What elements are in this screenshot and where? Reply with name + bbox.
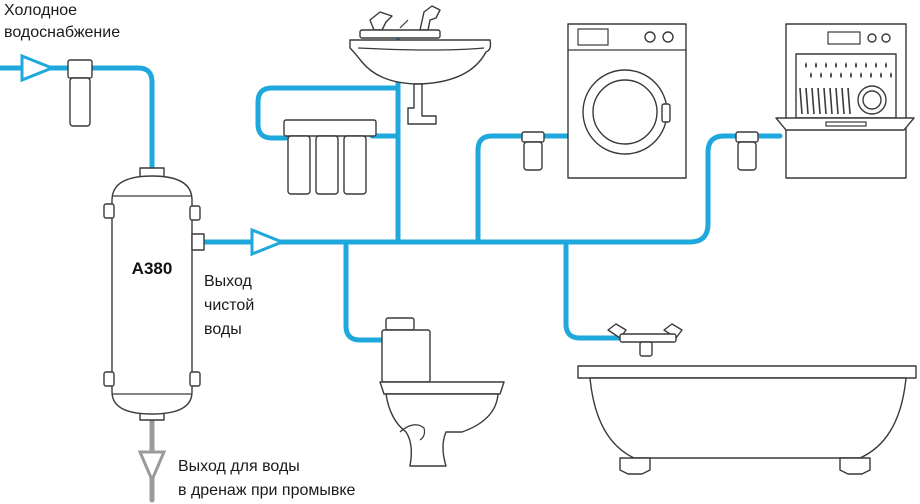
- inlet-pipe: [0, 65, 155, 175]
- bathtub-branch-pipe: [563, 239, 623, 341]
- water-drop: [825, 62, 827, 68]
- reverse-osmosis-unit: [283, 119, 377, 195]
- water-drop: [840, 72, 842, 78]
- water-drop: [810, 72, 812, 78]
- water-drop: [805, 62, 807, 68]
- water-drop: [890, 72, 892, 78]
- rack-plate: [805, 87, 809, 115]
- water-drop: [875, 62, 877, 68]
- water-drop: [860, 72, 862, 78]
- main-filter-vessel: A380: [103, 167, 205, 421]
- rack-plate: [835, 87, 839, 115]
- clean-water-out-label-line1: Выход: [204, 273, 253, 290]
- clean-water-out-label-line3: воды: [204, 321, 242, 338]
- toilet-branch-pipe: [343, 239, 405, 343]
- outlet-flow-arrow: [250, 227, 287, 257]
- water-drop: [880, 72, 882, 78]
- dishwasher: [735, 23, 915, 179]
- water-drop: [850, 72, 852, 78]
- water-drop: [885, 62, 887, 68]
- rack-plate: [841, 87, 845, 115]
- rack-plate: [817, 87, 821, 115]
- rack-plate: [799, 87, 803, 115]
- washing-machine: [521, 23, 687, 179]
- cold-supply-label-line1: Холодное: [4, 2, 77, 19]
- water-drop: [815, 62, 817, 68]
- drain-label-line2: в дренаж при промывке: [178, 482, 356, 499]
- dishwasher-branch-pipe: [687, 133, 783, 245]
- bathtub: [577, 323, 917, 475]
- water-drop: [835, 62, 837, 68]
- rack-plate: [823, 87, 827, 115]
- washer-branch-pipe: [475, 133, 573, 245]
- sink: [349, 5, 492, 125]
- water-drop: [820, 72, 822, 78]
- cold-supply-label-line2: водоснабжение: [4, 24, 120, 41]
- water-drop: [830, 72, 832, 78]
- water-drops: [805, 62, 892, 78]
- rack-plate: [847, 87, 851, 115]
- inlet-flow-arrow: [20, 53, 57, 83]
- drain-label-line1: Выход для воды: [178, 458, 300, 475]
- water-drop: [870, 72, 872, 78]
- water-drop: [845, 62, 847, 68]
- dish-rack: [799, 87, 851, 115]
- toilet: [379, 317, 505, 467]
- rack-plate: [829, 87, 833, 115]
- filter-model-label: A380: [132, 259, 173, 278]
- drain-flow-arrow: [137, 450, 167, 484]
- water-drop: [855, 62, 857, 68]
- prefilter: [67, 59, 93, 127]
- clean-water-out-label-line2: чистой: [204, 297, 254, 314]
- water-drop: [865, 62, 867, 68]
- rack-plate: [811, 87, 815, 115]
